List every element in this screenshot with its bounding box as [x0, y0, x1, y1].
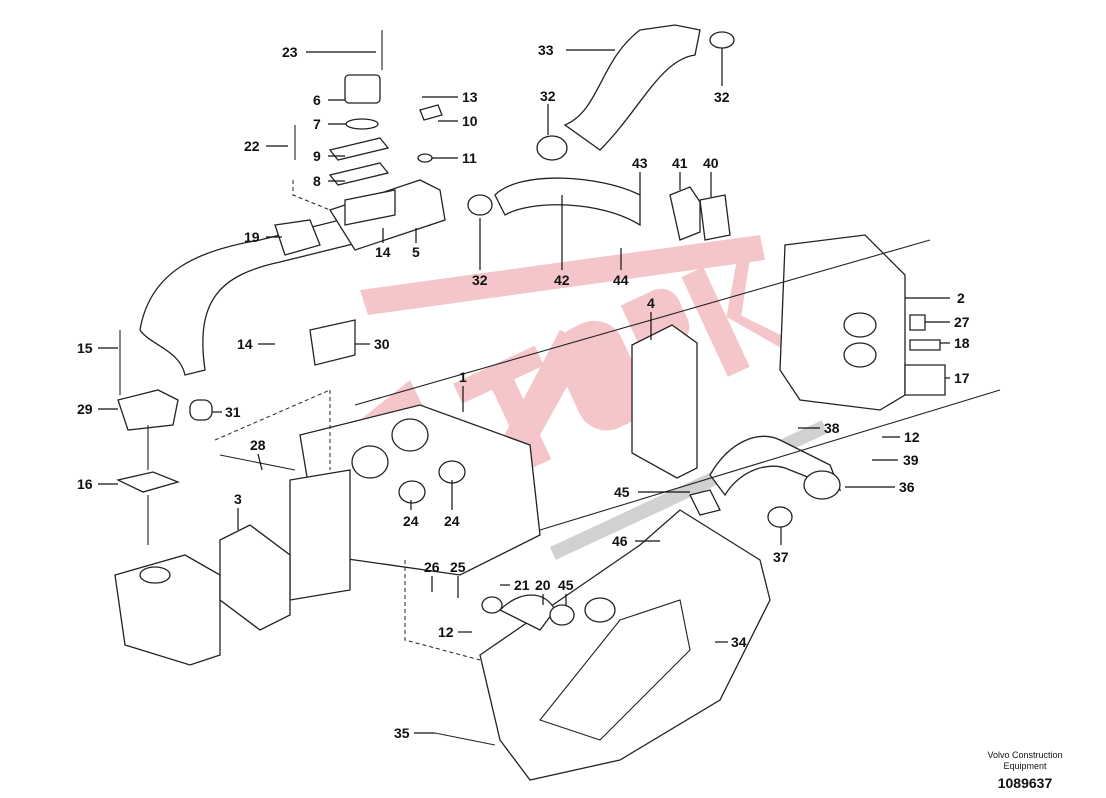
callout: 44	[613, 272, 629, 288]
callout: 46	[612, 533, 628, 549]
callout: 1	[459, 369, 467, 385]
callout: 24	[403, 513, 419, 529]
callout: 32	[714, 89, 730, 105]
callout: 32	[540, 88, 556, 104]
part-outlines	[114, 24, 1001, 781]
manufacturer-name-line2: Equipment	[1003, 761, 1047, 771]
callout: 14	[375, 244, 391, 260]
callout: 29	[77, 401, 93, 417]
callout: 27	[954, 314, 970, 330]
callout: 20	[535, 577, 551, 593]
manufacturer-name: Volvo Construction	[987, 750, 1063, 760]
callout: 22	[244, 138, 260, 154]
callout: 24	[444, 513, 460, 529]
callout: 4	[647, 295, 655, 311]
callout: 19	[244, 229, 260, 245]
callout: 11	[462, 150, 477, 166]
callout: 16	[77, 476, 93, 492]
drawing-footer: Volvo Construction Equipment 1089637	[960, 750, 1090, 791]
callout: 38	[824, 420, 840, 436]
callout: 8	[313, 173, 321, 189]
callout: 40	[703, 155, 719, 171]
callout: 33	[538, 42, 554, 58]
callout: 37	[773, 549, 789, 565]
callout: 12	[904, 429, 920, 445]
leader-line	[257, 453, 263, 471]
callout: 42	[554, 272, 570, 288]
callout: 2	[957, 290, 965, 306]
callout: 6	[313, 92, 321, 108]
callout: 14	[237, 336, 253, 352]
callout: 10	[462, 113, 478, 129]
drawing-number: 1089637	[997, 775, 1053, 791]
callout: 34	[731, 634, 747, 650]
watermark-logo	[360, 235, 828, 560]
callout: 9	[313, 148, 321, 164]
callout: 43	[632, 155, 648, 171]
callout: 35	[394, 725, 410, 741]
callout: 17	[954, 370, 970, 386]
callout: 45	[614, 484, 630, 500]
callout: 5	[412, 244, 420, 260]
callout: 12	[438, 624, 454, 640]
callout: 26	[424, 559, 440, 575]
callout: 39	[903, 452, 919, 468]
callout: 7	[313, 116, 321, 132]
callout: 21	[514, 577, 530, 593]
callout: 18	[954, 335, 970, 351]
callout: 41	[672, 155, 688, 171]
callout: 45	[558, 577, 574, 593]
leader-lines	[98, 48, 950, 734]
callout: 23	[282, 44, 298, 60]
callout: 3	[234, 491, 242, 507]
callout: 28	[250, 437, 266, 453]
callout: 32	[472, 272, 488, 288]
callout: 31	[225, 404, 241, 420]
callout: 15	[77, 340, 93, 356]
callout: 36	[899, 479, 915, 495]
callout: 25	[450, 559, 466, 575]
callout: 13	[462, 89, 478, 105]
callout: 30	[374, 336, 390, 352]
